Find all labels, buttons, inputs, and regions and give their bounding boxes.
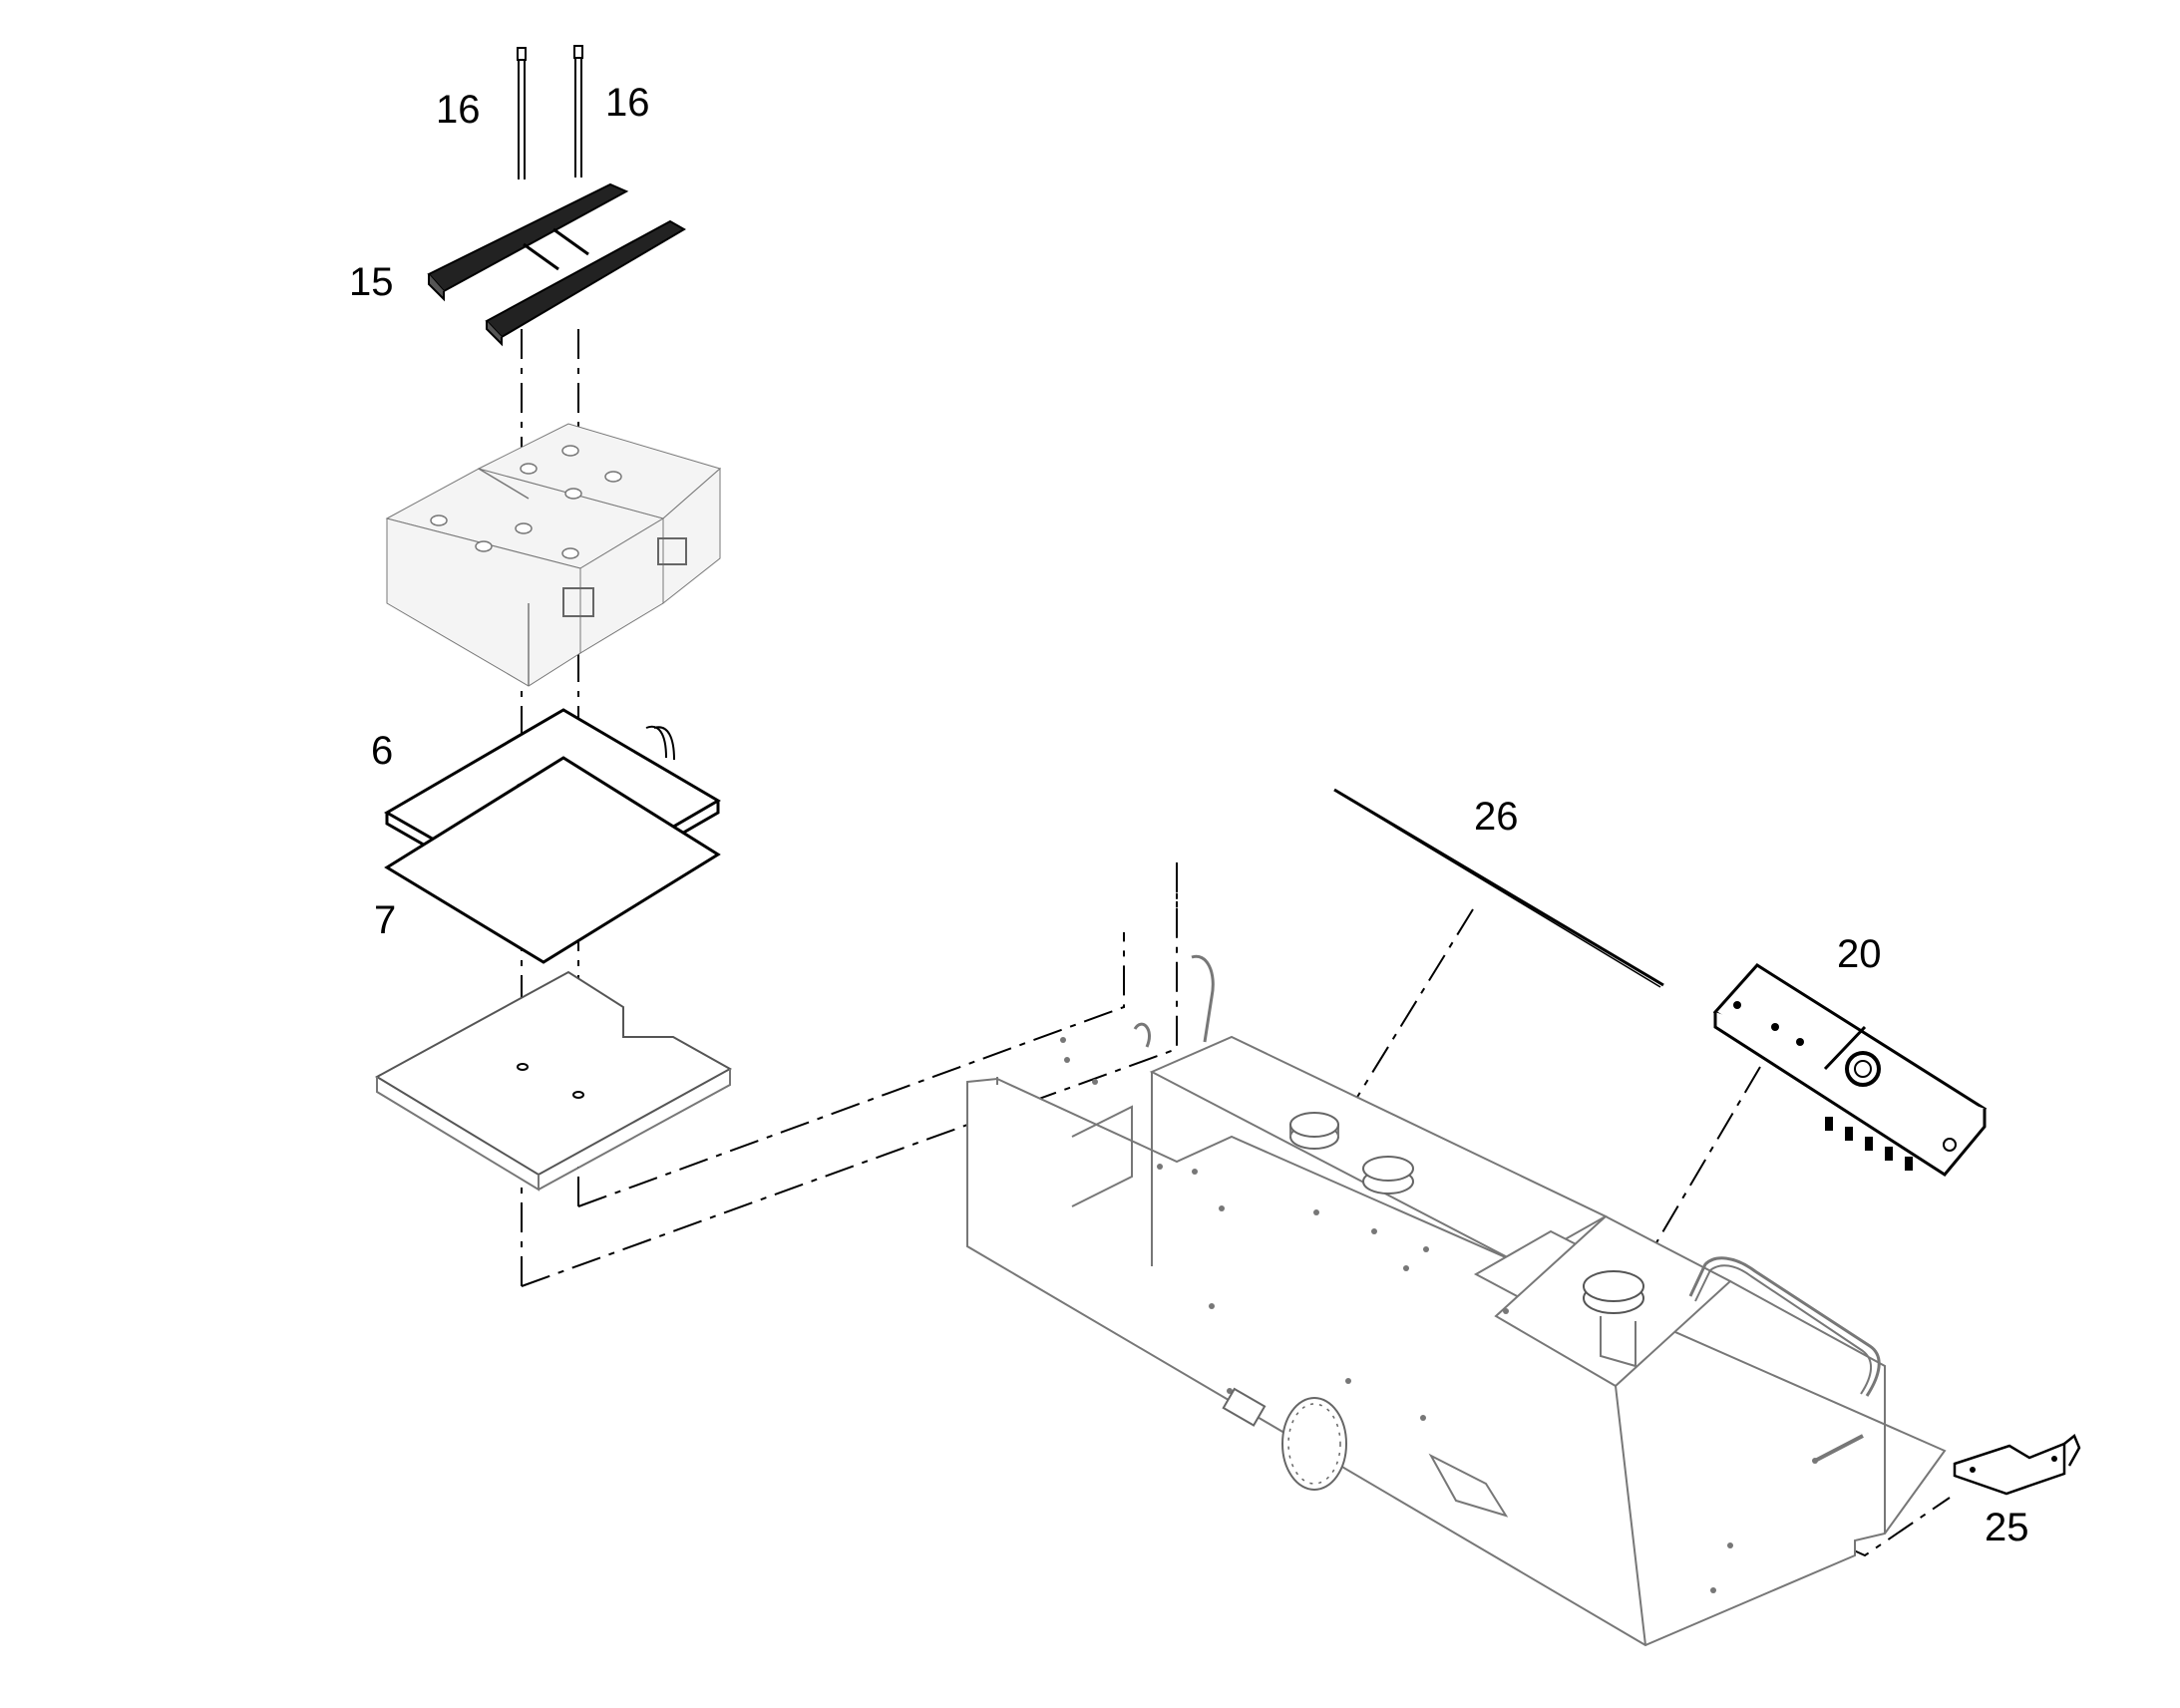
callout-16a: 16	[436, 88, 481, 132]
callout-15: 15	[349, 260, 394, 304]
callout-labels: 16 16 15 6 7 26 20 25	[349, 81, 2029, 1549]
callout-7: 7	[374, 898, 396, 942]
bracket	[1953, 1433, 2081, 1496]
callout-6: 6	[371, 729, 393, 773]
callout-16b: 16	[605, 81, 650, 125]
rod	[1333, 788, 1664, 988]
battery-pair	[385, 423, 722, 687]
frame-assembly	[966, 954, 1947, 1647]
control-block	[1712, 963, 1988, 1177]
callout-26: 26	[1474, 795, 1519, 839]
bolt-right	[573, 45, 583, 177]
hold-down-clamp	[427, 182, 686, 347]
callout-25: 25	[1985, 1506, 2029, 1549]
callout-20: 20	[1837, 932, 1882, 976]
battery-mat-pad	[384, 756, 721, 964]
battery-tray	[374, 970, 733, 1192]
bolt-left	[517, 47, 527, 179]
